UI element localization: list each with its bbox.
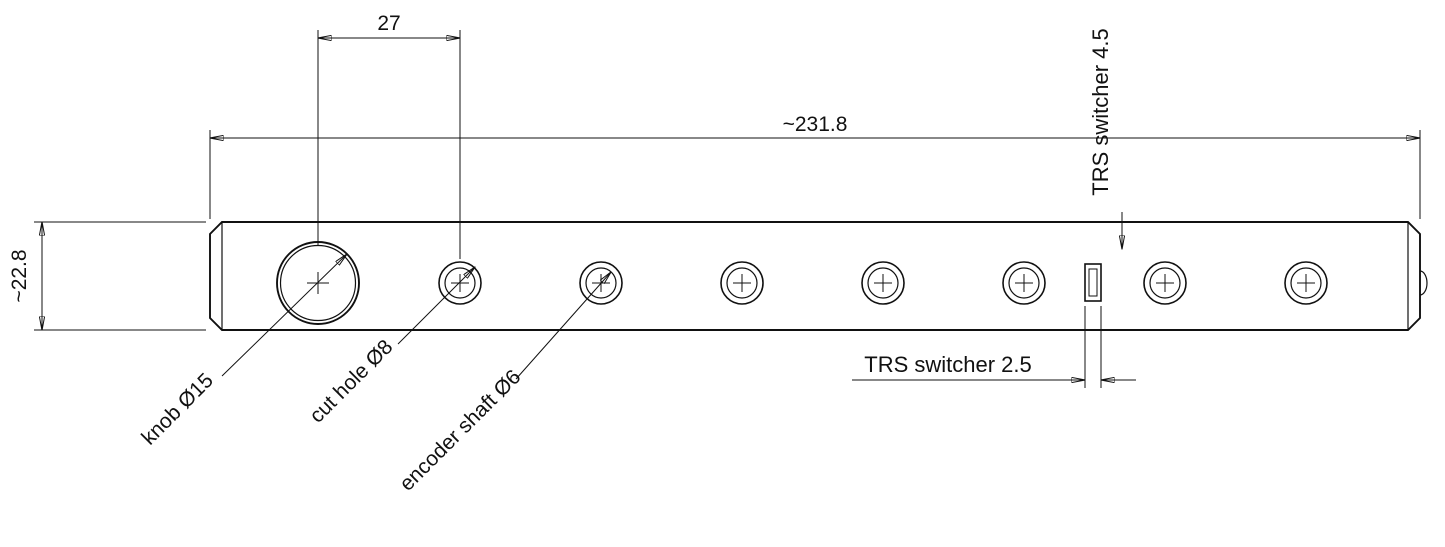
cut-hole-circle <box>1284 261 1328 305</box>
leader-line <box>515 272 611 380</box>
side-jack-bump <box>1419 270 1428 296</box>
cut-hole-circle <box>438 261 482 305</box>
label-knob: knob Ø15 <box>137 369 218 450</box>
cut-hole-circle <box>720 261 764 305</box>
encoder-hole-1 <box>438 261 482 305</box>
encoder-hole-7 <box>1284 261 1328 305</box>
encoder-hole-5 <box>1002 261 1046 305</box>
label-cut-hole: cut hole Ø8 <box>305 335 397 427</box>
shaft-circle <box>1290 267 1322 299</box>
dim-value-knob-spacing: 27 <box>377 12 400 35</box>
trs-slot-inner <box>1088 268 1098 297</box>
shaft-circle <box>1149 267 1181 299</box>
label-trs-height: TRS switcher 4.5 <box>1088 28 1113 196</box>
cut-hole-circle <box>861 261 905 305</box>
dim-trs-width: TRS switcher 2.5 <box>852 306 1136 388</box>
dim-value-panel-width: ~231.8 <box>783 113 848 136</box>
trs-switcher-slot <box>1084 263 1102 302</box>
shaft-circle <box>585 267 617 299</box>
cut-hole-circle <box>1143 261 1187 305</box>
encoder-hole-3 <box>720 261 764 305</box>
dim-trs-height: TRS switcher 4.5 <box>1088 28 1122 249</box>
shaft-circle <box>1008 267 1040 299</box>
shaft-circle <box>726 267 758 299</box>
shaft-circle <box>444 267 476 299</box>
callout-cut-hole: cut hole Ø8 <box>305 267 475 428</box>
encoder-hole-6 <box>1143 261 1187 305</box>
encoder-hole-4 <box>861 261 905 305</box>
dim-value-panel-height: ~22.8 <box>8 249 31 302</box>
dim-panel-height: ~22.8 <box>8 221 206 331</box>
cut-hole-circle <box>1002 261 1046 305</box>
shaft-circle <box>867 267 899 299</box>
leader-line <box>221 254 347 377</box>
panel-outline <box>209 221 1421 331</box>
leader-line <box>397 267 475 345</box>
callout-encoder-shaft: encoder shaft Ø6 <box>395 272 611 496</box>
dim-panel-width: ~231.8 <box>209 113 1421 219</box>
panel-front-view <box>209 221 1428 331</box>
label-encoder-shaft: encoder shaft Ø6 <box>395 365 525 495</box>
knob-inner-circle <box>279 244 357 322</box>
cut-hole-circle <box>579 261 623 305</box>
label-trs-width: TRS switcher 2.5 <box>864 352 1032 377</box>
trs-slot-outer <box>1084 263 1102 302</box>
